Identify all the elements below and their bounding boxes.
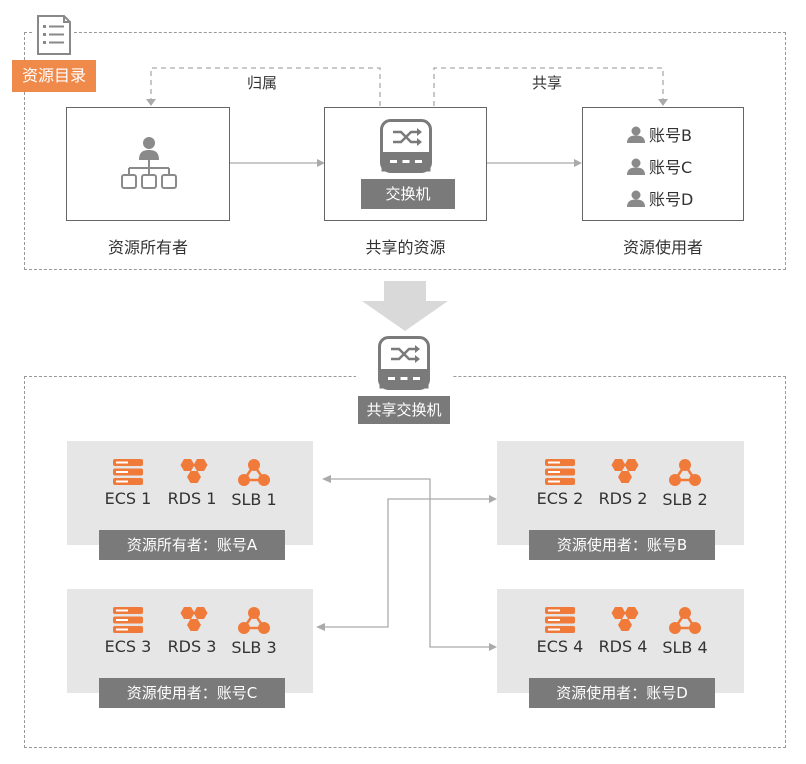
account-row-c: 账号C: [627, 154, 692, 178]
owner-box: [66, 107, 230, 221]
service-name: ECS 3: [104, 637, 152, 656]
service-rds: RDS 1: [161, 459, 223, 508]
load-balancer-icon: [238, 459, 270, 486]
owner-caption: 资源所有者: [107, 238, 188, 257]
database-hexagon-icon: [611, 459, 639, 483]
shared-resource-box: 交换机: [324, 107, 487, 221]
service-name: RDS 4: [598, 637, 648, 656]
server-stack-icon: [545, 607, 575, 633]
belong-label: 归属: [247, 74, 278, 92]
service-name: RDS 3: [167, 637, 217, 656]
server-stack-icon: [545, 459, 575, 485]
service-rds: RDS 3: [161, 607, 223, 656]
resource-catalog-label: 资源目录: [12, 60, 96, 92]
server-stack-icon: [113, 607, 143, 633]
database-hexagon-icon: [180, 459, 208, 483]
service-slb: SLB 4: [654, 607, 716, 657]
service-ecs: ECS 4: [529, 607, 591, 656]
service-name: RDS 1: [167, 489, 217, 508]
resource-catalog-region: [24, 32, 786, 270]
service-name: SLB 2: [662, 490, 708, 509]
server-stack-icon: [113, 459, 143, 485]
panel-account-c: ECS 3 RDS 3 SLB 3 资源使用者：账号C: [67, 589, 313, 708]
service-name: ECS 2: [536, 489, 584, 508]
panel-account-b: ECS 2 RDS 2 SLB 2 资源使用者：账号B: [497, 441, 744, 560]
service-rds: RDS 4: [592, 607, 654, 656]
top-connectors: [146, 67, 668, 167]
share-label: 共享: [532, 74, 563, 92]
service-slb: SLB 1: [223, 459, 285, 509]
panel-label: 资源使用者：账号B: [529, 530, 715, 560]
panel-label: 资源所有者：账号A: [99, 530, 285, 560]
panel-account-a: ECS 1 RDS 1 SLB 1 资源所有者：账号A: [67, 441, 313, 560]
database-hexagon-icon: [611, 607, 639, 631]
service-slb: SLB 2: [654, 459, 716, 509]
load-balancer-icon: [669, 459, 701, 486]
panel-account-d: ECS 4 RDS 4 SLB 4 资源使用者：账号D: [497, 589, 744, 708]
service-name: ECS 4: [536, 637, 584, 656]
service-name: SLB 3: [231, 638, 277, 657]
shared-switch-label: 共享交换机: [358, 396, 450, 424]
service-slb: SLB 3: [223, 607, 285, 657]
service-rds: RDS 2: [592, 459, 654, 508]
users-box: 账号B 账号C 账号D: [582, 107, 744, 221]
service-name: SLB 4: [662, 638, 708, 657]
account-row-d: 账号D: [627, 186, 693, 210]
down-arrow-icon: [362, 281, 448, 331]
users-caption: 资源使用者: [622, 238, 703, 257]
org-hierarchy-icon: [121, 137, 177, 189]
account-name: 账号B: [649, 126, 692, 145]
database-hexagon-icon: [180, 607, 208, 631]
service-name: RDS 2: [598, 489, 648, 508]
share-edge: [433, 67, 664, 106]
document-list-icon: [34, 14, 74, 58]
shared-switch-node: 共享交换机: [356, 336, 452, 428]
load-balancer-icon: [238, 607, 270, 634]
account-name: 账号D: [649, 190, 694, 209]
service-name: ECS 1: [104, 489, 152, 508]
share-arrowhead: [658, 99, 668, 106]
load-balancer-icon: [669, 607, 701, 634]
panel-label: 资源使用者：账号C: [99, 678, 285, 708]
belong-arrowhead: [146, 99, 156, 106]
service-ecs: ECS 1: [97, 459, 159, 508]
account-name: 账号C: [649, 158, 693, 177]
service-ecs: ECS 3: [97, 607, 159, 656]
switch-label: 交换机: [361, 179, 455, 209]
belong-edge: [150, 67, 381, 106]
panel-label: 资源使用者：账号D: [529, 678, 715, 708]
service-ecs: ECS 2: [529, 459, 591, 508]
account-row-b: 账号B: [627, 122, 692, 146]
shared-caption: 共享的资源: [365, 238, 446, 257]
service-name: SLB 1: [231, 490, 277, 509]
